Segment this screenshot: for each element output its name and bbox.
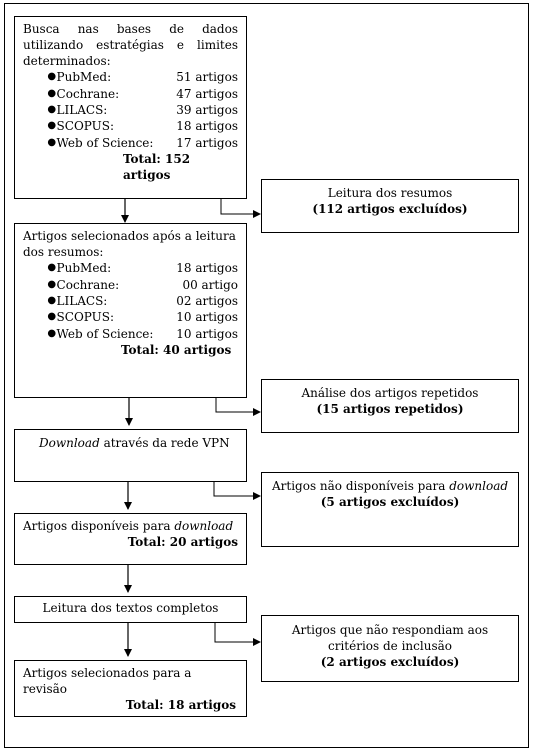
review-total: Total: 18 artigos	[125, 698, 236, 712]
box-search-databases: Busca nas bases de dados utilizando estr…	[14, 16, 247, 199]
search-description: Busca nas bases de dados utilizando estr…	[23, 22, 238, 68]
arrow-to-side1	[220, 198, 261, 218]
download-rest: através da rede VPN	[99, 436, 230, 450]
arrow-to-side4	[214, 622, 261, 646]
box-not-available: Artigos não disponíveis para download (5…	[261, 472, 519, 547]
box-download-vpn: Download através da rede VPN	[14, 429, 247, 482]
box-selected-after-abstracts: Artigos selecionados após a leitura dos …	[14, 223, 247, 398]
side4-line2: critérios de inclusão	[328, 639, 452, 653]
side4-excluded: (2 artigos excluídos)	[320, 655, 460, 669]
side3-title: Artigos não disponíveis para download	[271, 479, 509, 493]
side1-title: Leitura dos resumos	[327, 186, 453, 200]
list-item: ●LILACS:39 artigos	[47, 102, 238, 117]
selected-total: Total: 40 artigos	[121, 342, 232, 357]
search-total: Total: 152 artigos	[123, 151, 191, 182]
list-item: ●Web of Science:17 artigos	[47, 135, 238, 150]
box-not-meeting-criteria: Artigos que não respondiam aos critérios…	[261, 615, 519, 682]
box-full-text-reading: Leitura dos textos completos	[14, 596, 247, 623]
available-total: Total: 20 artigos	[127, 535, 238, 549]
selected-database-list: ●PubMed:18 artigos ●Cochrane:00 artigo ●…	[23, 260, 238, 342]
outer-frame	[4, 3, 529, 748]
search-database-list: ●PubMed:51 artigos ●Cochrane:47 artigos …	[23, 69, 238, 151]
box-duplicate-analysis: Análise dos artigos repetidos (15 artigo…	[261, 379, 519, 433]
list-item: ●SCOPUS:18 artigos	[47, 119, 238, 134]
list-item: ●LILACS:02 artigos	[47, 293, 238, 308]
side4-line1: Artigos que não respondiam aos	[291, 623, 489, 637]
list-item: ●Web of Science:10 artigos	[47, 326, 238, 341]
list-item: ●PubMed:51 artigos	[47, 70, 238, 85]
side1-excluded: (112 artigos excluídos)	[312, 202, 468, 216]
selected-description: Artigos selecionados após a leitura dos …	[23, 229, 236, 259]
side2-title: Análise dos artigos repetidos	[301, 386, 479, 400]
side3-excluded: (5 artigos excluídos)	[320, 495, 460, 509]
list-item: ●SCOPUS:10 artigos	[47, 310, 238, 325]
list-item: ●Cochrane:00 artigo	[47, 277, 238, 292]
list-item: ●Cochrane:47 artigos	[47, 86, 238, 101]
side2-duplicates: (15 artigos repetidos)	[316, 402, 464, 416]
list-item: ●PubMed:18 artigos	[47, 261, 238, 276]
full-text-title: Leitura dos textos completos	[42, 601, 219, 615]
arrow-to-side2	[215, 397, 261, 416]
box-selected-for-review: Artigos selecionados para a revisão Tota…	[14, 660, 247, 717]
review-title: Artigos selecionados para a revisão	[23, 666, 192, 696]
box-abstract-reading: Leitura dos resumos (112 artigos excluíd…	[261, 179, 519, 233]
arrow-to-side3	[213, 481, 261, 500]
available-title: Artigos disponíveis para download	[23, 519, 234, 533]
download-italic: Download	[39, 436, 100, 450]
box-available-download: Artigos disponíveis para download Total:…	[14, 513, 247, 565]
